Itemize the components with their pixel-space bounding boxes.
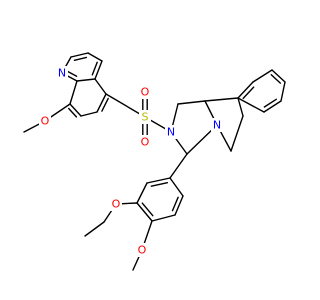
bond-c6a-b1-a — [237, 81, 254, 99]
bond-c1-c10b — [177, 100, 206, 105]
atom-s-sulfonyl-label: S — [142, 111, 149, 124]
bond-q5-q6-b — [101, 97, 109, 112]
bond-p5-p6-b — [171, 196, 179, 212]
bond-b4-b5-a — [263, 100, 282, 113]
bond-p5-p6-a — [174, 195, 184, 216]
bond-c6a-c10b — [204, 97, 239, 102]
bond-c6-c6a — [237, 97, 244, 117]
atom-o-methoxy-quinoline-label: O — [41, 115, 50, 128]
bond-q2-q3-a — [70, 52, 89, 58]
atom-n-quinoline: N — [56, 66, 68, 80]
atom-o-methoxy-phenyl-label: O — [138, 244, 147, 257]
bond-q4-q4a-a — [94, 60, 103, 80]
bond-c3-p1 — [169, 153, 188, 179]
bond-q4-q4a-b — [91, 61, 98, 76]
bond-b2-b3-a — [271, 69, 286, 83]
bond-q4a-q5 — [94, 78, 107, 95]
atom-o-sulfonyl-bottom-label: O — [141, 136, 150, 149]
bond-p6-p1 — [169, 177, 184, 197]
bond-p4-p5 — [151, 214, 176, 222]
bond-q4a-q8a — [76, 78, 96, 82]
bond-q8-q8a — [69, 80, 78, 105]
bond-b3-b4 — [280, 81, 286, 102]
atom-o-ethoxy: O — [110, 197, 122, 211]
bond-p3-p4-b — [141, 202, 154, 217]
bond-p1-p2-a — [146, 177, 171, 184]
bond-q5-s — [105, 93, 146, 118]
bond-b2-b3-b — [270, 74, 282, 84]
atom-o-sulfonyl-bottom: O — [139, 135, 151, 149]
molecule-structure: N O S O O N N O — [23, 52, 286, 271]
bond-q2-q3-b — [73, 56, 88, 61]
bond-q3-q4 — [87, 52, 103, 62]
atom-o-methoxy-phenyl: O — [136, 243, 148, 257]
atom-o-methoxy-quinoline: O — [39, 114, 51, 128]
atom-n-bridgehead-label: N — [213, 119, 221, 132]
bond-ce1-ce2 — [84, 221, 105, 237]
bond-c6a-b1-b — [242, 86, 255, 100]
bonds — [23, 52, 286, 271]
bond-p1-p2-b — [150, 181, 169, 187]
atom-o-sulfonyl-top-label: O — [141, 86, 150, 99]
atom-n-quinoline-label: N — [58, 67, 66, 80]
atom-n-bridgehead: N — [211, 118, 223, 132]
bond-b1-b2 — [252, 69, 273, 83]
atom-s-sulfonyl: S — [139, 110, 151, 124]
atom-n-imidazolidine: N — [165, 125, 177, 139]
bond-b5-c6a — [237, 97, 265, 113]
atom-o-sulfonyl-top: O — [139, 85, 151, 99]
bond-q5-q6-a — [96, 93, 107, 113]
bond-c5-c6 — [230, 115, 244, 152]
bond-b4-b5-b — [263, 98, 277, 108]
atom-o-ethoxy-label: O — [112, 198, 121, 211]
bond-p3-p4-a — [136, 202, 153, 222]
atom-labels: N O S O O N N O — [39, 66, 223, 257]
bond-q6-q7 — [80, 111, 98, 117]
atom-n-imidazolidine-label: N — [167, 126, 175, 139]
bond-q7-q8-a — [69, 103, 82, 117]
bond-q7-q8-b — [68, 107, 78, 118]
bond-p2-p3 — [136, 182, 148, 204]
